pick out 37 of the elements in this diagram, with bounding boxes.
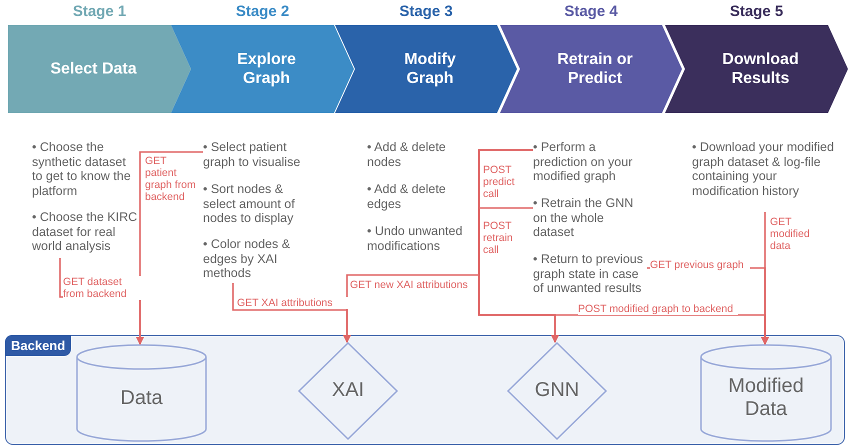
connector-arrow — [136, 151, 203, 345]
stage-label: Stage 5 — [728, 3, 784, 20]
node-label: Modified Data — [727, 375, 805, 421]
bullet-text: • Add & delete edges — [367, 182, 477, 212]
decision-diamond — [299, 343, 397, 439]
bullet-text: • Sort nodes & select amount of nodes to display — [203, 182, 315, 227]
bullet-text: • Download your modified graph dataset & log-file containing your modification history — [692, 140, 834, 212]
node-label: XAI — [330, 379, 366, 402]
decision-diamond — [508, 343, 606, 439]
edge-label: GET previous graph — [650, 259, 750, 271]
bullet-text: • Return to previous graph state in case of unwanted results — [533, 252, 647, 298]
bullet-text: • Choose the KIRC dataset for real world analysis — [32, 210, 138, 258]
node-label: GNN — [534, 379, 580, 402]
bullet-text: • Undo unwanted modifications — [367, 224, 479, 254]
bullet-text: • Perform a prediction on your modified graph — [533, 140, 651, 185]
bullet-text: • Choose the synthetic dataset to get to know the platform — [32, 140, 134, 200]
stage-label: Stage 1 — [72, 3, 128, 20]
bullet-text: • Add & delete nodes — [367, 140, 477, 170]
bullet-text: • Select patient graph to visualise — [203, 140, 308, 170]
panel-tag: Backend — [5, 335, 72, 356]
stage-title: Modify Graph — [403, 50, 457, 88]
database-cylinder — [701, 345, 831, 441]
edge-label: POST modified graph to backend — [578, 303, 738, 315]
stage-title: Select Data — [49, 60, 138, 78]
connector-arrow — [478, 207, 559, 343]
stage-label: Stage 2 — [234, 3, 290, 20]
stage-title: Download Results — [721, 50, 800, 88]
stage-title: Explore Graph — [236, 50, 297, 88]
backend-panel — [5, 335, 845, 445]
node-label: Data — [119, 387, 164, 410]
bullet-text: • Color nodes & edges by XAI methods — [203, 237, 303, 283]
connector-arrow — [478, 149, 769, 345]
stage-label: Stage 3 — [398, 3, 454, 20]
stage-title: Retrain or Predict — [556, 50, 634, 88]
database-cylinder — [77, 345, 206, 441]
bullet-text: • Retrain the GNN on the whole dataset — [533, 196, 645, 241]
stage-label: Stage 4 — [563, 3, 619, 20]
